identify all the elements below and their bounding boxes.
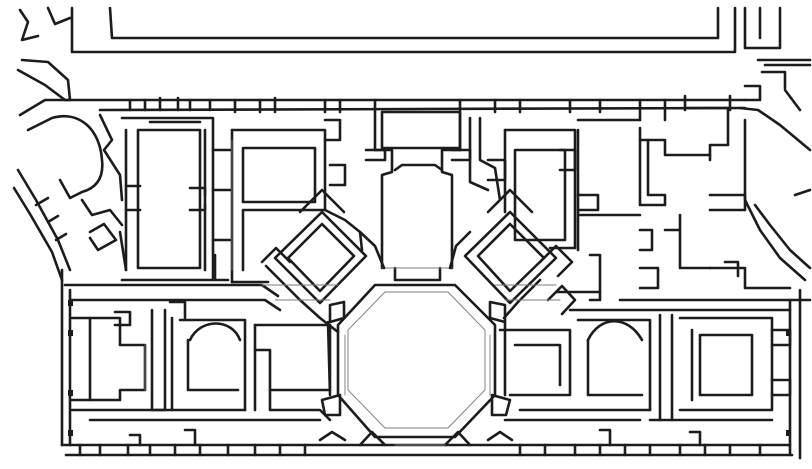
thin-construction-lines bbox=[144, 139, 561, 446]
east-lower-rooms bbox=[498, 313, 792, 422]
east-diagonal-chamber bbox=[448, 188, 577, 320]
top-corridor bbox=[18, 6, 782, 54]
west-upper-rooms bbox=[120, 116, 232, 282]
east-wing-diagonal bbox=[638, 88, 812, 290]
central-west-rooms bbox=[230, 118, 364, 284]
central-north-hall bbox=[364, 110, 472, 282]
east-upper-rooms bbox=[468, 106, 747, 302]
central-octagon bbox=[320, 283, 512, 439]
pier-marks bbox=[68, 300, 791, 436]
west-curved-pavilion bbox=[12, 98, 128, 282]
west-diagonal-chamber bbox=[260, 188, 386, 334]
west-lower-rooms bbox=[70, 300, 332, 422]
